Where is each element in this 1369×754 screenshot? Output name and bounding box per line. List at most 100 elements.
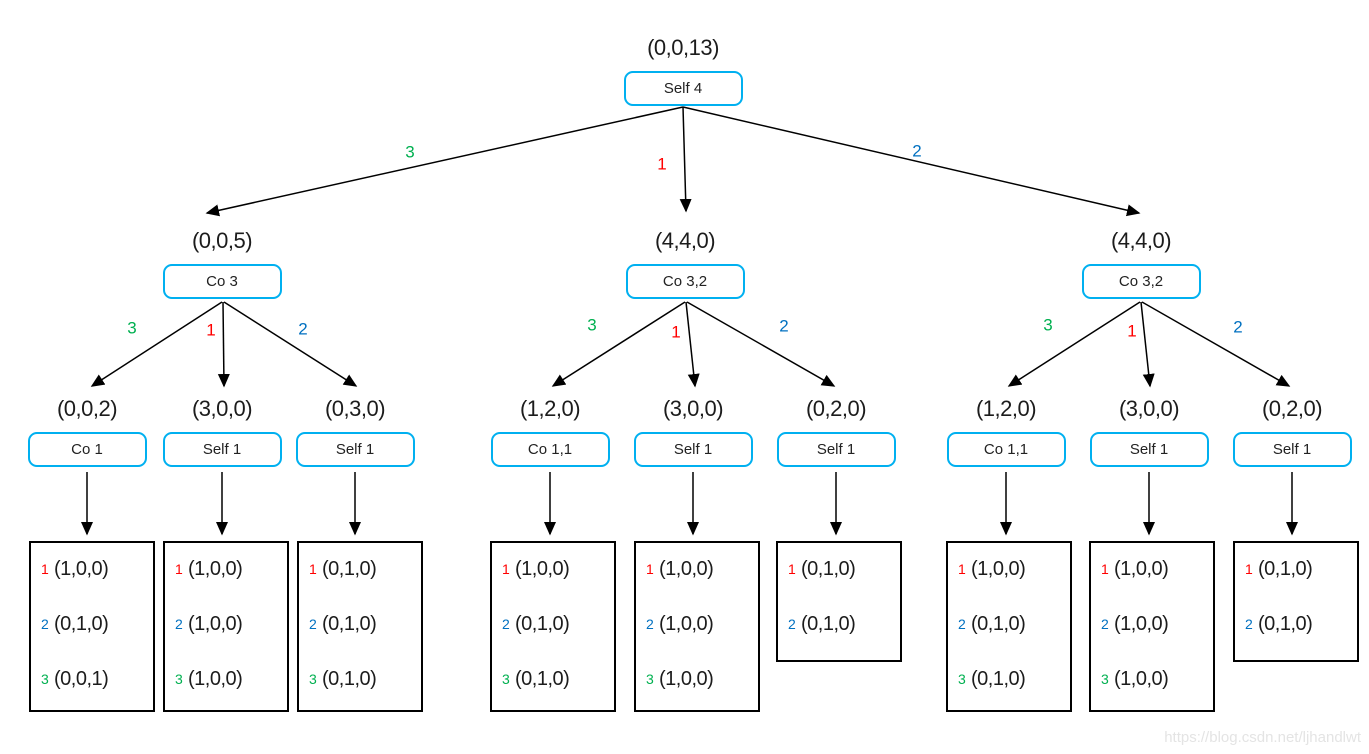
tree-node: (3,0,0) Self 1 bbox=[623, 394, 763, 467]
node-label: Co 3,2 bbox=[1118, 273, 1164, 290]
row-tuple: (0,1,0) bbox=[322, 557, 377, 580]
tree-node: (0,2,0) Self 1 bbox=[766, 394, 906, 467]
row-index: 3 bbox=[1101, 671, 1109, 687]
node-value: (0,0,13) bbox=[647, 35, 719, 60]
row-tuple: (0,1,0) bbox=[971, 667, 1026, 690]
row-index: 1 bbox=[175, 561, 183, 577]
payoff-row: 1 (0,1,0) bbox=[788, 556, 900, 582]
payoff-row: 1 (1,0,0) bbox=[502, 556, 614, 582]
payoff-box: 1(1,0,0) 2(1,0,0) 3 (1,0,0) bbox=[634, 541, 760, 712]
row-index: 2 bbox=[646, 616, 654, 632]
watermark-url: https://blog.csdn.net/ljhandlwt bbox=[1164, 729, 1361, 746]
row-tuple: (1,0,0) bbox=[971, 557, 1026, 580]
row-tuple: (0,1,0) bbox=[322, 612, 377, 635]
edge-label: 1 bbox=[1127, 321, 1137, 341]
row-index: 1 bbox=[502, 561, 510, 577]
row-tuple: (0,1,0) bbox=[801, 557, 856, 580]
row-index: 1 bbox=[646, 561, 654, 577]
payoff-row: 2(0,1,0) bbox=[502, 611, 614, 637]
node-label: Co 3,2 bbox=[662, 273, 708, 290]
edge-label: 3 bbox=[127, 318, 137, 338]
row-tuple: (0,1,0) bbox=[1258, 612, 1313, 635]
row-index: 2 bbox=[788, 616, 796, 632]
row-tuple: (1,0,0) bbox=[188, 667, 243, 690]
node-box: Co 3,2 bbox=[625, 264, 745, 299]
node-value: (1,2,0) bbox=[975, 396, 1037, 421]
tree-node: (1,2,0) Co 1,1 bbox=[936, 394, 1076, 467]
node-label: Self 1 bbox=[202, 441, 242, 458]
node-box: Self 1 bbox=[1232, 432, 1352, 467]
row-tuple: (1,0,0) bbox=[659, 667, 714, 690]
payoff-row: 1(1,0,0) bbox=[1101, 556, 1213, 582]
payoff-row: 1(1,0,0) bbox=[646, 556, 758, 582]
node-value: (3,0,0) bbox=[191, 396, 253, 421]
row-tuple: (0,1,0) bbox=[1258, 557, 1313, 580]
payoff-box: 1(1,0,0) 2(0,1,0) 3(0,1,0) bbox=[946, 541, 1072, 712]
node-label: Co 3 bbox=[206, 273, 238, 290]
tree-node: (0,0,2) Co 1 bbox=[17, 394, 157, 467]
tree-node: (1,2,0) Co 1,1 bbox=[480, 394, 620, 467]
node-box: Self 4 bbox=[623, 71, 743, 106]
node-box: Co 1 bbox=[27, 432, 147, 467]
row-index: 2 bbox=[41, 616, 49, 632]
row-tuple: (1,0,0) bbox=[54, 557, 109, 580]
payoff-row: 3(0,1,0) bbox=[309, 666, 421, 692]
row-index: 3 bbox=[958, 671, 966, 687]
tree-node: (0,3,0) Self 1 bbox=[285, 394, 425, 467]
row-index: 1 bbox=[1245, 561, 1253, 577]
row-tuple: (0,1,0) bbox=[515, 667, 570, 690]
payoff-row: 1 (0,1,0) bbox=[1245, 556, 1357, 582]
node-label: Self 1 bbox=[673, 441, 713, 458]
row-index: 1 bbox=[41, 561, 49, 577]
node-box: Co 1,1 bbox=[490, 432, 610, 467]
tree-node: (3,0,0) Self 1 bbox=[1079, 394, 1219, 467]
edge-label: 2 bbox=[298, 319, 308, 339]
node-box: Self 1 bbox=[1089, 432, 1209, 467]
payoff-box: 1(1,0,0) 2(1,0,0) 3(1,0,0) bbox=[1089, 541, 1215, 712]
payoff-row: 3 (0,1,0) bbox=[958, 666, 1070, 692]
row-index: 3 bbox=[646, 671, 654, 687]
payoff-box: 1 (0,1,0) 2(0,1,0) bbox=[776, 541, 902, 662]
node-value: (0,2,0) bbox=[805, 396, 867, 421]
payoff-row: 1(0,1,0) bbox=[309, 556, 421, 582]
payoff-box: 1 (1,0,0) 2(0,1,0) 3 (0,1,0) bbox=[490, 541, 616, 712]
edge-label: 2 bbox=[1233, 317, 1243, 337]
edge-label: 1 bbox=[657, 154, 667, 174]
node-box: Self 1 bbox=[162, 432, 282, 467]
tree-node: (0,0,5) Co 3 bbox=[152, 226, 292, 299]
node-label: Co 1,1 bbox=[527, 441, 573, 458]
payoff-row: 1 (1,0,0) bbox=[41, 556, 153, 582]
node-value: (4,4,0) bbox=[1110, 228, 1172, 253]
tree-node-root: (0,0,13) Self 4 bbox=[613, 33, 753, 106]
edge-label: 1 bbox=[206, 320, 216, 340]
row-index: 3 bbox=[175, 671, 183, 687]
row-index: 3 bbox=[41, 671, 49, 687]
edge-label: 3 bbox=[1043, 315, 1053, 335]
row-tuple: (0,1,0) bbox=[971, 612, 1026, 635]
node-label: Self 4 bbox=[663, 80, 703, 97]
payoff-box: 1(0,1,0) 2 (0,1,0) 3(0,1,0) bbox=[297, 541, 423, 712]
row-tuple: (1,0,0) bbox=[1114, 557, 1169, 580]
payoff-row: 2(0,1,0) bbox=[788, 611, 900, 637]
row-tuple: (1,0,0) bbox=[515, 557, 570, 580]
node-label: Self 1 bbox=[1272, 441, 1312, 458]
row-index: 1 bbox=[788, 561, 796, 577]
row-index: 3 bbox=[502, 671, 510, 687]
row-tuple: (1,0,0) bbox=[1114, 612, 1169, 635]
node-label: Self 1 bbox=[1129, 441, 1169, 458]
payoff-row: 1(1,0,0) bbox=[175, 556, 287, 582]
payoff-row: 2(1,0,0) bbox=[175, 611, 287, 637]
payoff-row: 2(0,1,0) bbox=[1245, 611, 1357, 637]
row-index: 2 bbox=[309, 616, 317, 632]
payoff-row: 2(1,0,0) bbox=[646, 611, 758, 637]
payoff-box: 1(1,0,0) 2(1,0,0) 3 (1,0,0) bbox=[163, 541, 289, 712]
edge-label: 3 bbox=[405, 142, 415, 162]
payoff-box: 1 (0,1,0) 2(0,1,0) bbox=[1233, 541, 1359, 662]
node-box: Co 3,2 bbox=[1081, 264, 1201, 299]
edge-label: 1 bbox=[671, 322, 681, 342]
node-label: Co 1 bbox=[71, 441, 103, 458]
node-value: (0,3,0) bbox=[324, 396, 386, 421]
payoff-row: 2(0,1,0) bbox=[41, 611, 153, 637]
payoff-row: 3 (0,1,0) bbox=[502, 666, 614, 692]
payoff-row: 2(0,1,0) bbox=[958, 611, 1070, 637]
